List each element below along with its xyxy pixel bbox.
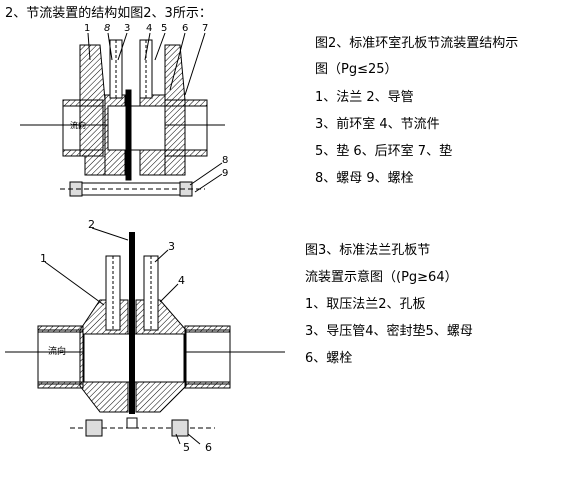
fig2-callout-1: 1 [84,23,90,34]
fig2-callout-3: 3 [124,23,130,34]
fig2-flow-label: 流向 [70,120,86,130]
fig2-callout-6: 6 [182,23,188,34]
fig2-caption-line1: 图2、标准环室孔板节流装置结构示 [315,36,519,51]
fig3-caption-line1: 图3、标准法兰孔板节 [305,243,431,258]
fig2-legend-line2: 3、前环室 4、节流件 [315,117,440,132]
fig3-flow-label: 流向 [48,345,66,357]
fig2-caption-line2: 图（Pg≤25） [315,62,398,77]
fig3-callout-1: 1 [40,252,47,265]
fig2-legend-line3: 5、垫 6、后环室 7、垫 [315,144,453,159]
fig3-callout-4: 4 [178,274,185,287]
fig2-callout-5: 5 [161,23,167,34]
fig2-legend-line1: 1、法兰 2、导管 [315,90,414,105]
fig2-callout-9: 9 [222,168,228,179]
fig3-legend-line2: 3、导压管4、密封垫5、螺母 [305,324,473,339]
fig2-callout-7: 7 [202,23,208,34]
fig3-caption-line2: 流装置示意图（(Pg≥64） [305,270,458,285]
fig3-callout-2: 2 [88,218,95,231]
section-heading: 2、节流装置的结构如图2、3所示： [5,6,212,21]
fig3-callout-5: 5 [183,441,190,454]
fig3-callout-6: 6 [205,441,212,454]
fig2-legend-line4: 8、螺母 9、螺栓 [315,171,414,186]
fig3-legend-line3: 6、螺栓 [305,351,353,366]
fig3-legend-line1: 1、取压法兰2、孔板 [305,297,426,312]
fig2-callout-8: 8 [222,155,228,166]
fig2-callout-4: 4 [146,23,152,34]
fig2-callout-8-top: 8 [104,23,110,34]
fig3-callout-3: 3 [168,240,175,253]
